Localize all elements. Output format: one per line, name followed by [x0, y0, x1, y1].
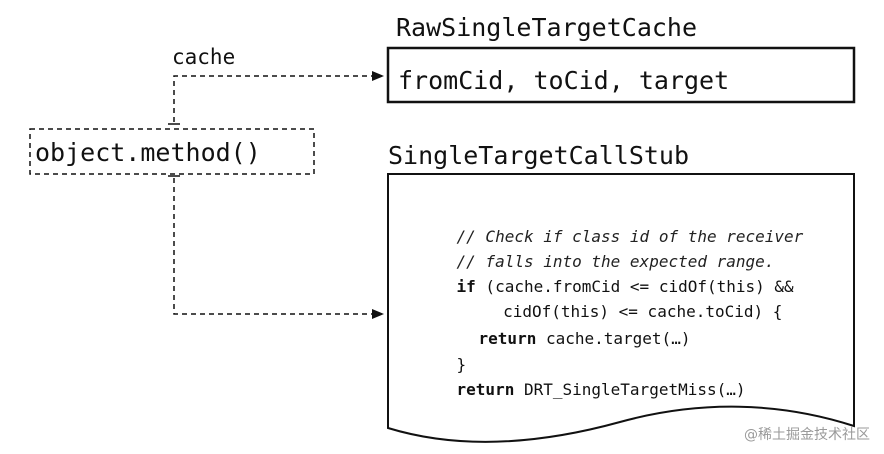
code-text: DRT_SingleTargetMiss(…) [514, 380, 746, 399]
cache-edge [173, 71, 384, 122]
raw-cache-title: RawSingleTargetCache [396, 13, 697, 42]
code-text: cidOf(this) <= cache.toCid) { [464, 302, 783, 321]
code-keyword: return [456, 380, 515, 399]
call-stub-title: SingleTargetCallStub [388, 141, 689, 170]
raw-cache-box [386, 46, 856, 104]
code-text: cache.target(…) [536, 329, 691, 348]
code-text: // falls into the expected range. [456, 252, 775, 271]
code-text: // Check if class id of the receiver [456, 227, 804, 246]
code-line-2: // falls into the expected range. [418, 233, 775, 290]
code-text: (cache.fromCid <= cidOf(this) && [475, 277, 794, 296]
code-line-3: if (cache.fromCid <= cidOf(this) && [418, 258, 794, 315]
code-text: } [456, 355, 467, 374]
code-line-6: } [418, 336, 467, 393]
code-keyword: if [456, 277, 476, 296]
raw-cache-fields: fromCid, toCid, target [398, 66, 729, 95]
code-keyword: return [478, 329, 537, 348]
call-stub-document [387, 173, 855, 443]
call-site-box [29, 128, 315, 175]
code-line-5: return cache.target(…) [440, 310, 691, 367]
stub-edge [173, 178, 384, 319]
watermark: @稀土掘金技术社区 [744, 427, 870, 443]
code-line-1: // Check if class id of the receiver [418, 208, 804, 265]
code-line-4: cidOf(this) <= cache.toCid) { [426, 283, 782, 340]
code-line-7: return DRT_SingleTargetMiss(…) [418, 361, 746, 418]
call-site-label: object.method() [35, 138, 261, 167]
cache-edge-label: cache [172, 45, 235, 69]
